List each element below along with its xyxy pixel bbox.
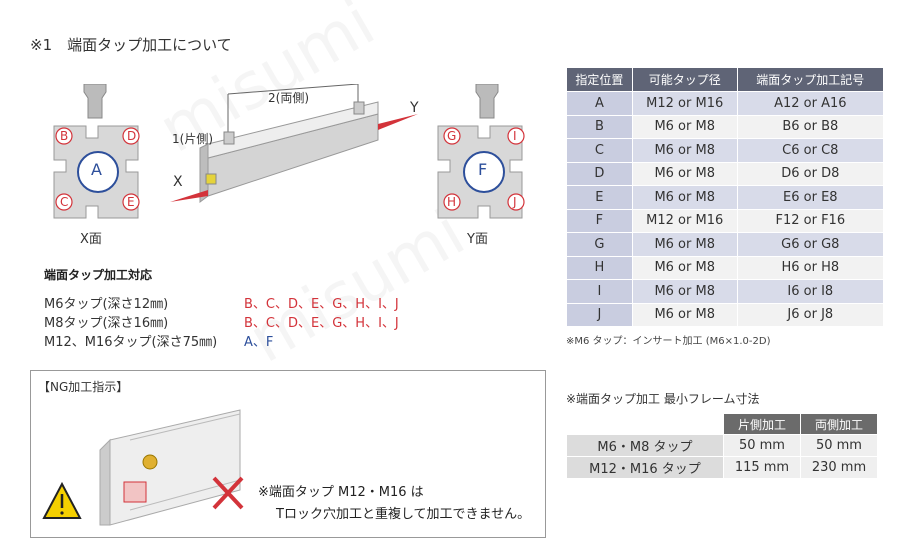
- letter-h: H: [447, 195, 457, 209]
- letter-g: G: [447, 129, 457, 143]
- ng-line2: Tロック穴加工と重複して加工できません。: [276, 507, 531, 522]
- support-label: M8タップ(深さ16㎜): [44, 316, 169, 331]
- spec-cell: M6 or M8: [631, 114, 738, 139]
- ng-box: [30, 370, 546, 538]
- y-axis-label: Y: [410, 100, 419, 116]
- min-frame-header: 片側加工: [722, 413, 801, 435]
- spec-cell: G6 or G8: [736, 232, 885, 257]
- min-frame-cell: 115 mm: [722, 456, 801, 479]
- spec-cell: J: [566, 302, 633, 327]
- letter-i: I: [513, 129, 517, 143]
- frame-3d-illustration: [170, 84, 418, 203]
- support-label: M6タップ(深さ12㎜): [44, 297, 169, 312]
- ng-illustration: [42, 409, 244, 526]
- letter-b: B: [60, 129, 69, 143]
- spec-cell: F12 or F16: [736, 208, 885, 233]
- ng-title: 【NG加工指示】: [38, 380, 129, 394]
- letter-a: A: [91, 160, 102, 179]
- spec-cell: M6 or M8: [631, 138, 738, 163]
- page-title: ※1 端面タップ加工について: [30, 36, 232, 54]
- min-frame-cell: 50 mm: [799, 434, 879, 457]
- support-row: M6タップ(深さ12㎜) B、C、D、E、G、H、I、J: [44, 293, 399, 312]
- min-frame-title: ※端面タップ加工 最小フレーム寸法: [566, 392, 760, 406]
- spec-cell: M12 or M16: [631, 91, 738, 116]
- spec-cell: E6 or E8: [736, 185, 885, 210]
- y-face-label: Y面: [467, 232, 488, 247]
- spec-cell: A: [566, 91, 633, 116]
- support-label: M12、M16タップ(深さ75㎜): [44, 335, 218, 350]
- spec-cell: H6 or H8: [736, 255, 885, 280]
- x-face-label: X面: [80, 232, 102, 247]
- one-side-label: 1(片側): [172, 132, 213, 146]
- spec-cell: C: [566, 138, 633, 163]
- support-row: M8タップ(深さ16㎜) B、C、D、E、G、H、I、J: [44, 312, 399, 331]
- letter-c: C: [60, 195, 69, 209]
- spec-cell: D: [566, 161, 633, 186]
- min-frame-header: [566, 413, 724, 435]
- support-value: B、C、D、E、G、H、I、J: [244, 297, 399, 312]
- spec-note: ※M6 タップ：インサート加工 (M6×1.0-2D): [566, 336, 771, 347]
- spec-cell: B: [566, 114, 633, 139]
- spec-cell: M6 or M8: [631, 302, 738, 327]
- min-frame-header: 両側加工: [799, 413, 879, 435]
- min-frame-cell: 230 mm: [799, 456, 879, 479]
- spec-cell: I: [566, 279, 633, 304]
- spec-cell: M6 or M8: [631, 279, 738, 304]
- spec-cell: A12 or A16: [736, 91, 885, 116]
- spec-cell: B6 or B8: [736, 114, 885, 139]
- spec-cell: M6 or M8: [631, 185, 738, 210]
- min-frame-cell: 50 mm: [722, 434, 801, 457]
- spec-cell: E: [566, 185, 633, 210]
- spec-cell: G: [566, 232, 633, 257]
- support-title: 端面タップ加工対応: [44, 268, 153, 282]
- letter-e: E: [127, 195, 135, 209]
- ng-message: ※端面タップ M12・M16 は Tロック穴加工と重複して加工できません。: [258, 482, 530, 526]
- min-frame-cell: M6・M8 タップ: [566, 434, 724, 457]
- table-row: M6・M8 タップ 50 mm 50 mm: [566, 434, 879, 457]
- spec-cell: C6 or C8: [736, 138, 885, 163]
- spec-header: 可能タップ径: [631, 67, 738, 92]
- x-axis-label: X: [173, 174, 183, 190]
- spec-cell: H: [566, 255, 633, 280]
- two-side-label: 2(両側): [268, 91, 309, 105]
- table-row: M12・M16 タップ 115 mm 230 mm: [566, 456, 879, 479]
- support-value: B、C、D、E、G、H、I、J: [244, 316, 399, 331]
- spec-cell: M6 or M8: [631, 232, 738, 257]
- letter-d: D: [127, 129, 137, 143]
- spec-cell: D6 or D8: [736, 161, 885, 186]
- spec-header: 端面タップ加工記号: [736, 67, 885, 92]
- spec-cell: M6 or M8: [631, 255, 738, 280]
- y-face-diagram: [437, 84, 525, 219]
- spec-header: 指定位置: [566, 67, 633, 92]
- x-face-diagram: [53, 84, 140, 219]
- spec-cell: J6 or J8: [736, 302, 885, 327]
- letter-j: J: [513, 195, 517, 209]
- support-value: A、F: [244, 335, 274, 350]
- letter-f: F: [478, 160, 488, 179]
- support-row: M12、M16タップ(深さ75㎜) A、F: [44, 331, 273, 350]
- min-frame-table: 片側加工 両側加工 M6・M8 タップ 50 mm 50 mm M12・M16 …: [566, 413, 879, 479]
- min-frame-cell: M12・M16 タップ: [566, 456, 724, 479]
- spec-cell: M12 or M16: [631, 208, 738, 233]
- spec-cell: M6 or M8: [631, 161, 738, 186]
- ng-line1: ※端面タップ M12・M16 は: [258, 485, 424, 500]
- spec-cell: I6 or I8: [736, 279, 885, 304]
- spec-cell: F: [566, 208, 633, 233]
